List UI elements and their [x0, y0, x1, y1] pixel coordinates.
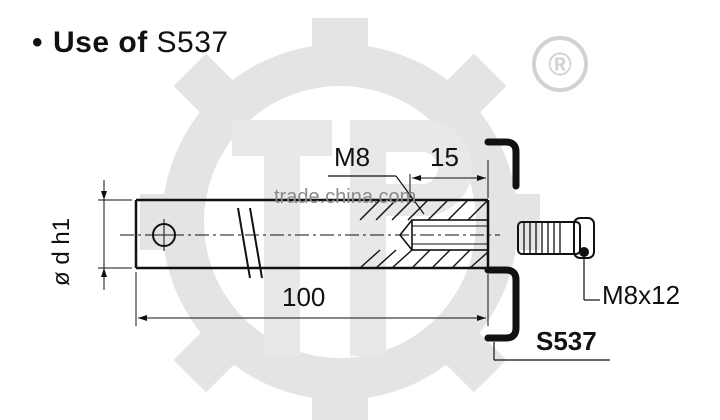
watermark-text: trade.china.com [274, 186, 417, 208]
length-label: 100 [282, 282, 326, 312]
diameter-label: ø d h1 [48, 217, 75, 286]
bullet-icon: • [32, 26, 44, 59]
title-code: S537 [156, 26, 229, 59]
registered-icon: ® [532, 36, 588, 92]
technical-drawing [98, 138, 610, 361]
thread-depth-label: 15 [430, 142, 459, 172]
part-code-label: S537 [536, 326, 597, 356]
screw-label: M8x12 [602, 280, 681, 310]
gear-logo-icon [140, 18, 540, 420]
page-title: • Use of S537 [32, 26, 229, 60]
thread-label: M8 [334, 142, 371, 172]
title-prefix: Use of [53, 26, 148, 59]
